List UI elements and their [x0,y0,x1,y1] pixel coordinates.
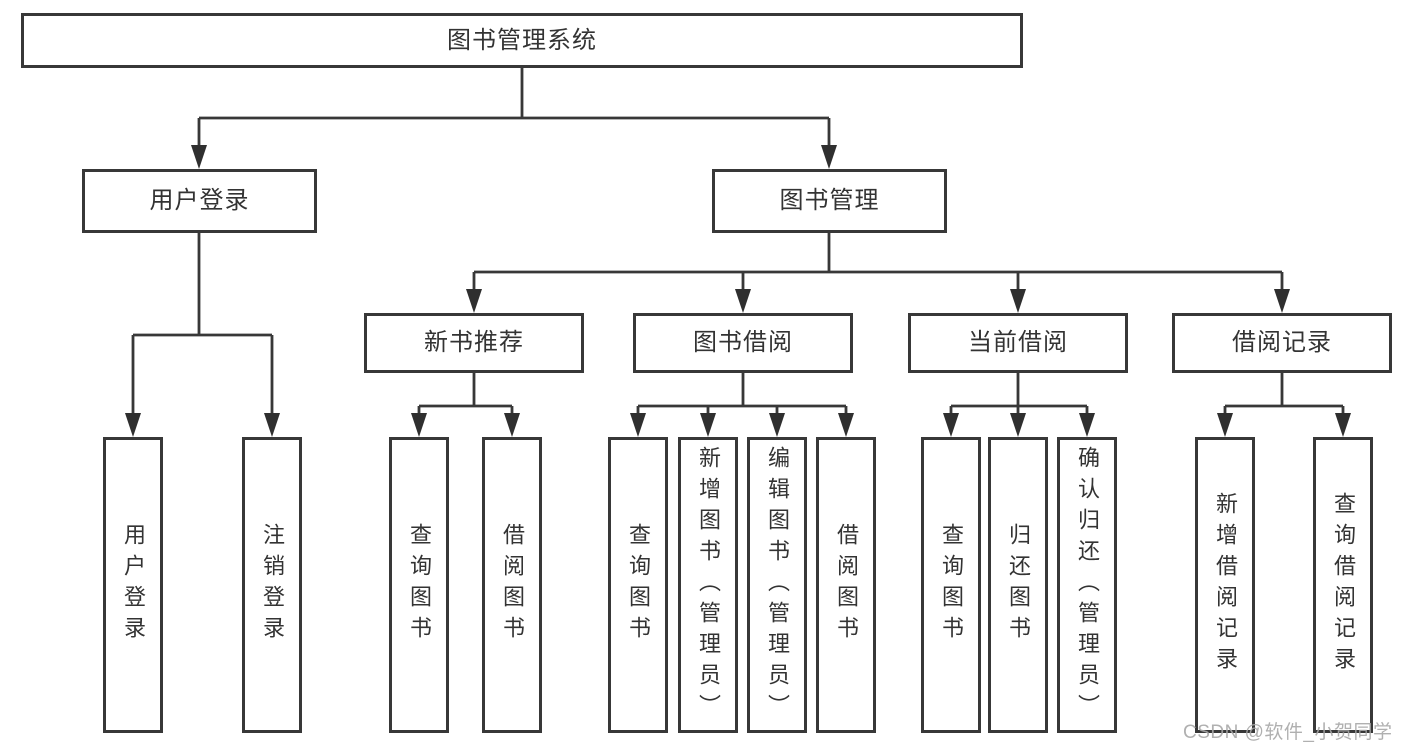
leaf-logout-label: 注销登录 [260,523,285,647]
leaf-query-borrow-record: 查询借阅记录 [1313,437,1373,733]
leaf-return-book-label: 归还图书 [1006,523,1031,647]
node-book-borrowing: 图书借阅 [633,313,853,373]
leaf-query-books-borrowing: 查询图书 [608,437,668,733]
node-borrow-records: 借阅记录 [1172,313,1392,373]
leaf-borrow-books-recommend-label: 借阅图书 [500,523,525,647]
leaf-edit-book-admin-label: 编辑图书（管理员） [765,445,790,725]
node-current-borrowing: 当前借阅 [908,313,1128,373]
node-book-management-label: 图书管理 [779,187,880,214]
leaf-confirm-return-admin-label: 确认归还（管理员） [1075,445,1100,725]
leaf-add-borrow-record: 新增借阅记录 [1195,437,1255,733]
node-user-login-label: 用户登录 [149,187,250,214]
leaf-logout: 注销登录 [242,437,302,733]
leaf-edit-book-admin: 编辑图书（管理员） [747,437,807,733]
leaf-borrow-books-borrowing-label: 借阅图书 [834,523,859,647]
leaf-query-books-recommend: 查询图书 [389,437,449,733]
leaf-borrow-books-borrowing: 借阅图书 [816,437,876,733]
leaf-add-book-admin: 新增图书（管理员） [678,437,738,733]
node-root: 图书管理系统 [21,13,1023,68]
leaf-borrow-books-recommend: 借阅图书 [482,437,542,733]
leaf-add-borrow-record-label: 新增借阅记录 [1213,492,1238,678]
leaf-confirm-return-admin: 确认归还（管理员） [1057,437,1117,733]
node-borrow-records-label: 借阅记录 [1232,329,1332,356]
leaf-user-login: 用户登录 [103,437,163,733]
node-user-login: 用户登录 [82,169,317,233]
node-root-label: 图书管理系统 [447,26,597,54]
node-new-book-recommend-label: 新书推荐 [424,329,524,356]
node-book-borrowing-label: 图书借阅 [693,329,793,356]
leaf-query-borrow-record-label: 查询借阅记录 [1331,492,1356,678]
leaf-return-book: 归还图书 [988,437,1048,733]
arrowheads [125,145,1351,437]
leaf-query-books-current-label: 查询图书 [939,523,964,647]
csdn-watermark: CSDN @软件_小贺同学 [1183,722,1393,743]
node-new-book-recommend: 新书推荐 [364,313,584,373]
leaf-query-books-recommend-label: 查询图书 [407,523,432,647]
node-book-management: 图书管理 [712,169,947,233]
leaf-query-books-current: 查询图书 [921,437,981,733]
node-current-borrowing-label: 当前借阅 [968,329,1068,356]
leaf-query-books-borrowing-label: 查询图书 [626,523,651,647]
leaf-user-login-label: 用户登录 [121,523,146,647]
leaf-add-book-admin-label: 新增图书（管理员） [696,445,721,725]
